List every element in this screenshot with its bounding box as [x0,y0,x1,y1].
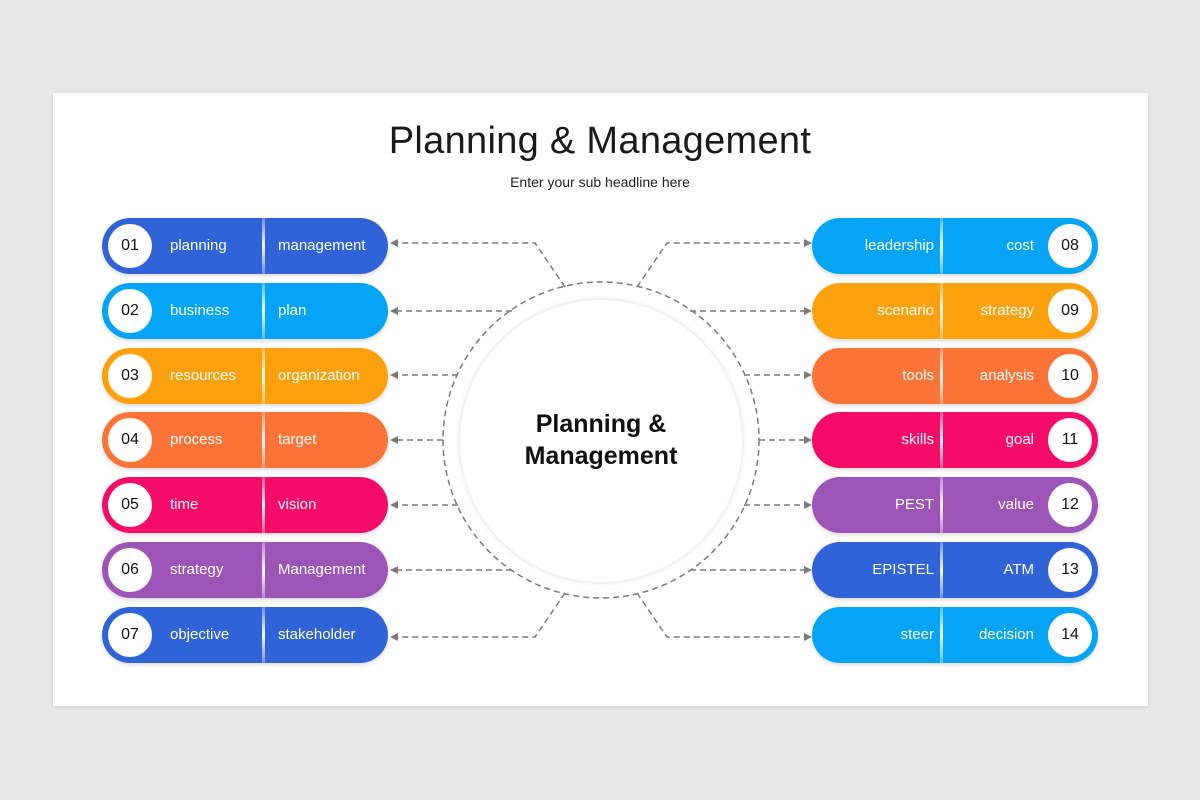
item-pill-13: EPISTEL ATM 13 [812,542,1098,598]
page-subtitle: Enter your sub headline here [510,174,690,190]
item-label-primary: objective [170,626,230,643]
number-badge: 05 [108,483,152,527]
item-label-secondary: target [278,431,317,448]
item-label-primary: resources [170,367,236,384]
item-pill-05: 05 time vision [102,477,388,533]
item-label-secondary: analysis [979,367,1034,384]
item-label-secondary: vision [278,496,317,513]
number-badge: 13 [1048,548,1092,592]
divider [940,283,943,339]
item-label-secondary: Management [278,561,366,578]
item-pill-10: tools analysis 10 [812,348,1098,404]
center-hub-label: Planning & Management [460,408,742,472]
item-label-secondary: strategy [980,302,1034,319]
item-label-secondary: value [998,496,1034,513]
number-badge: 14 [1048,613,1092,657]
number-badge: 04 [108,418,152,462]
item-label-secondary: organization [278,367,360,384]
item-label-primary: planning [170,237,227,254]
number-badge: 06 [108,548,152,592]
item-pill-03: 03 resources organization [102,348,388,404]
item-pill-02: 02 business plan [102,283,388,339]
item-label-secondary: plan [278,302,307,319]
item-label-primary: time [170,496,199,513]
item-pill-06: 06 strategy Management [102,542,388,598]
item-label-primary: skills [901,431,935,448]
number-badge: 03 [108,354,152,398]
number-badge: 07 [108,613,152,657]
divider [262,542,265,598]
number-badge: 12 [1048,483,1092,527]
item-pill-07: 07 objective stakeholder [102,607,388,663]
number-badge: 01 [108,224,152,268]
item-label-primary: leadership [864,237,934,254]
number-badge: 09 [1048,289,1092,333]
center-hub [460,300,742,582]
number-badge: 02 [108,289,152,333]
item-label-secondary: goal [1005,431,1034,448]
item-label-primary: strategy [170,561,224,578]
number-badge: 10 [1048,354,1092,398]
divider [940,348,943,404]
item-label-primary: PEST [894,496,934,513]
item-pill-09: scenario strategy 09 [812,283,1098,339]
divider [262,283,265,339]
center-hub-line1: Planning & [535,410,667,438]
item-pill-11: skills goal 11 [812,412,1098,468]
center-hub-line2: Management [524,442,678,470]
divider [940,412,943,468]
item-label-secondary: stakeholder [278,626,356,643]
divider [262,218,265,274]
item-label-primary: tools [902,367,934,384]
number-badge: 11 [1048,418,1092,462]
divider [262,412,265,468]
divider [262,348,265,404]
item-label-secondary: decision [978,626,1034,643]
page-title: Planning & Management [388,120,812,162]
item-label-primary: process [170,431,223,448]
item-pill-14: steer decision 14 [812,607,1098,663]
item-pill-04: 04 process target [102,412,388,468]
item-label-primary: steer [900,626,934,643]
divider [940,218,943,274]
item-label-secondary: ATM [1003,561,1034,578]
item-pill-08: leadership cost 08 [812,218,1098,274]
divider [262,607,265,663]
item-label-secondary: management [278,237,366,254]
divider [940,477,943,533]
divider [262,477,265,533]
item-label-primary: scenario [877,302,934,319]
item-pill-01: 01 planning management [102,218,388,274]
item-label-primary: EPISTEL [872,561,934,578]
divider [940,542,943,598]
number-badge: 08 [1048,224,1092,268]
item-pill-12: PEST value 12 [812,477,1098,533]
item-label-primary: business [170,302,230,319]
divider [940,607,943,663]
item-label-secondary: cost [1006,237,1034,254]
